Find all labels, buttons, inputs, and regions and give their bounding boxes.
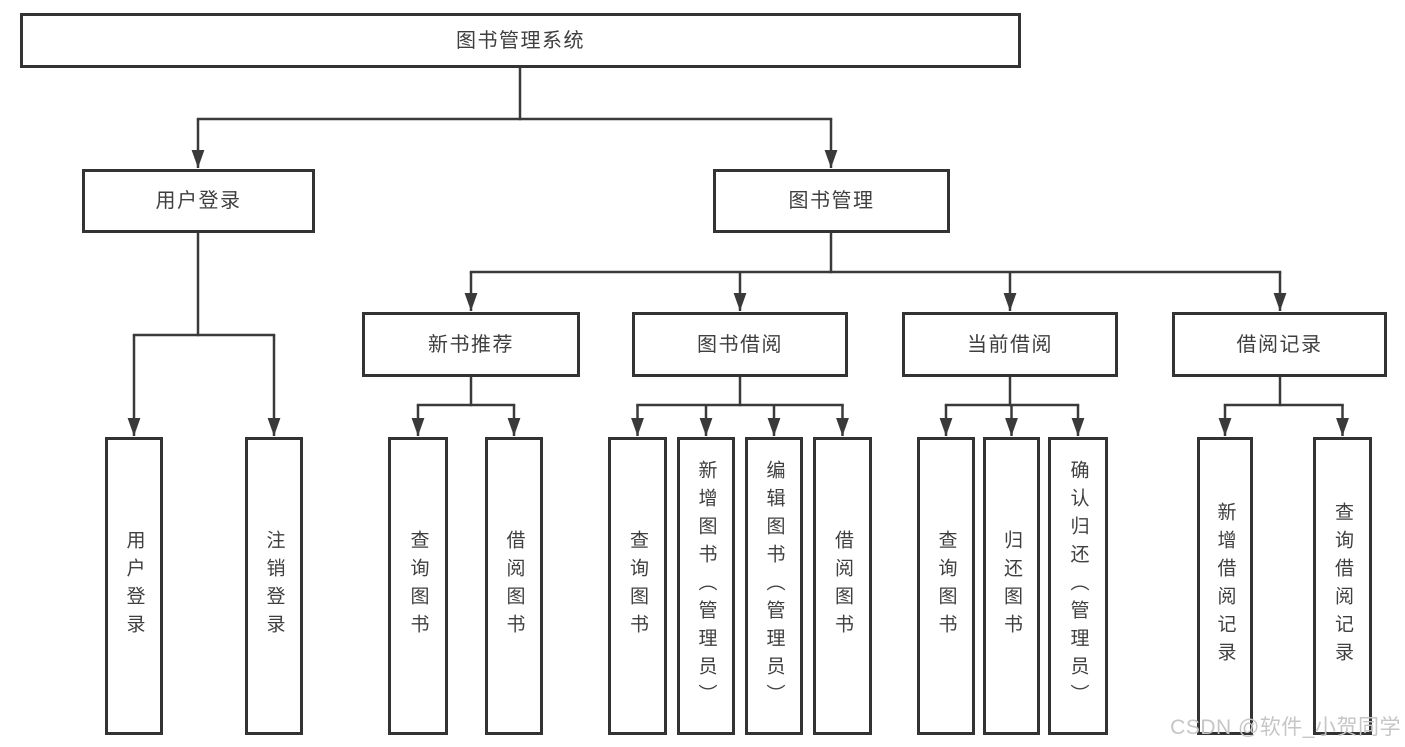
node-new-book-recommend-label: 新书推荐 <box>428 333 514 356</box>
node-root-label: 图书管理系统 <box>456 29 585 52</box>
leaf-bb-add-books-box: 新增图书（管理员） <box>677 437 735 735</box>
leaf-nbr-borrow-books-box: 借阅图书 <box>485 437 543 735</box>
node-root-box: 图书管理系统 <box>20 13 1021 68</box>
leaf-user-login-label: 用户登录 <box>123 530 145 642</box>
node-book-management-box: 图书管理 <box>713 169 950 233</box>
node-user-login-label: 用户登录 <box>155 190 242 212</box>
leaf-bb-edit-books-box: 编辑图书（管理员） <box>745 437 803 735</box>
leaf-logout-box: 注销登录 <box>245 437 303 735</box>
leaf-user-login-box: 用户登录 <box>105 437 163 735</box>
leaf-bb-borrow-books-label: 借阅图书 <box>832 530 853 642</box>
node-book-borrow-box: 图书借阅 <box>632 312 848 377</box>
leaf-bb-edit-books-label: 编辑图书（管理员） <box>763 460 785 712</box>
node-book-management-label: 图书管理 <box>788 190 875 212</box>
node-current-borrow-box: 当前借阅 <box>902 312 1118 377</box>
leaf-cb-confirm-return-label: 确认归还（管理员） <box>1067 460 1089 712</box>
leaf-logout-label: 注销登录 <box>263 530 285 642</box>
leaf-nbr-query-books-label: 查询图书 <box>407 530 429 642</box>
leaf-bb-borrow-books-box: 借阅图书 <box>813 437 872 735</box>
leaf-br-query-record-box: 查询借阅记录 <box>1313 437 1372 735</box>
watermark-text: CSDN @软件_小贺同学 <box>1170 716 1401 739</box>
node-user-login-box: 用户登录 <box>82 169 315 233</box>
leaf-br-add-record-label: 新增借阅记录 <box>1214 502 1236 670</box>
node-book-borrow-label: 图书借阅 <box>697 333 783 356</box>
leaf-bb-add-books-label: 新增图书（管理员） <box>695 460 717 712</box>
leaf-cb-confirm-return-box: 确认归还（管理员） <box>1048 437 1108 735</box>
node-new-book-recommend-box: 新书推荐 <box>362 312 580 377</box>
leaf-bb-query-books-label: 查询图书 <box>627 530 648 642</box>
leaf-nbr-borrow-books-label: 借阅图书 <box>503 530 525 642</box>
leaf-bb-query-books-box: 查询图书 <box>608 437 667 735</box>
leaf-cb-return-books-label: 归还图书 <box>1001 530 1022 642</box>
leaf-cb-return-books-box: 归还图书 <box>983 437 1040 735</box>
leaf-br-add-record-box: 新增借阅记录 <box>1197 437 1253 735</box>
leaf-cb-query-books-label: 查询图书 <box>935 530 957 642</box>
leaf-nbr-query-books-box: 查询图书 <box>388 437 448 735</box>
leaf-br-query-record-label: 查询借阅记录 <box>1332 502 1353 670</box>
leaf-cb-query-books-box: 查询图书 <box>917 437 975 735</box>
node-borrow-records-label: 借阅记录 <box>1236 333 1323 356</box>
node-borrow-records-box: 借阅记录 <box>1172 312 1387 377</box>
node-current-borrow-label: 当前借阅 <box>967 333 1053 356</box>
